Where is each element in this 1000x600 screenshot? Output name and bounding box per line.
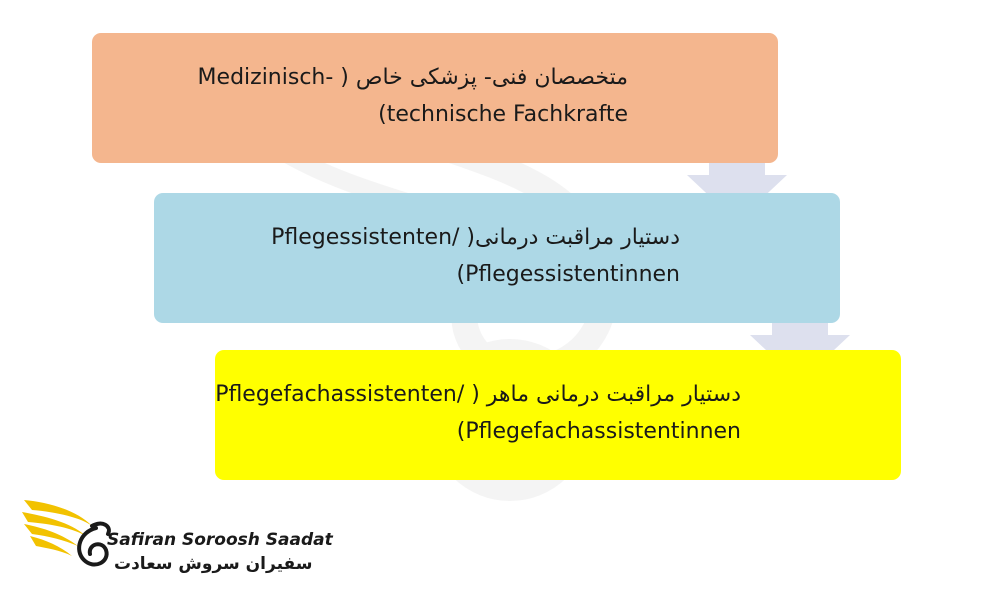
swan-wing-icon	[22, 500, 111, 567]
step-text: دستیار مراقبت درمانی ماهر ( /Pflegefacha…	[215, 376, 741, 450]
step-box-medical-technical: متخصصان فنی- پزشکی خاص ( -Medizinisch te…	[92, 33, 778, 163]
step-line-1: متخصصان فنی- پزشکی خاص ( -Medizinisch	[197, 65, 628, 90]
step-line-1: دستیار مراقبت درمانی( /Pflegessistenten	[271, 225, 680, 250]
logo-persian-name: سفیران سروش سعادت	[114, 554, 313, 574]
step-box-skilled-care-assistant: دستیار مراقبت درمانی ماهر ( /Pflegefacha…	[215, 350, 901, 480]
step-line-2: technische Fachkrafte)	[378, 102, 628, 127]
logo-latin-name: Safiran Soroosh Saadat	[107, 530, 333, 550]
company-logo: Safiran Soroosh Saadat سفیران سروش سعادت	[22, 492, 333, 587]
step-line-2: Pflegefachassistentinnen)	[456, 419, 741, 444]
step-line-2: Pflegessistentinnen)	[456, 262, 680, 287]
step-line-1: دستیار مراقبت درمانی ماهر ( /Pflegefacha…	[215, 382, 741, 407]
step-text: متخصصان فنی- پزشکی خاص ( -Medizinisch te…	[198, 59, 628, 133]
step-text: دستیار مراقبت درمانی( /Pflegessistenten …	[271, 219, 680, 293]
step-box-care-assistant: دستیار مراقبت درمانی( /Pflegessistenten …	[154, 193, 840, 323]
